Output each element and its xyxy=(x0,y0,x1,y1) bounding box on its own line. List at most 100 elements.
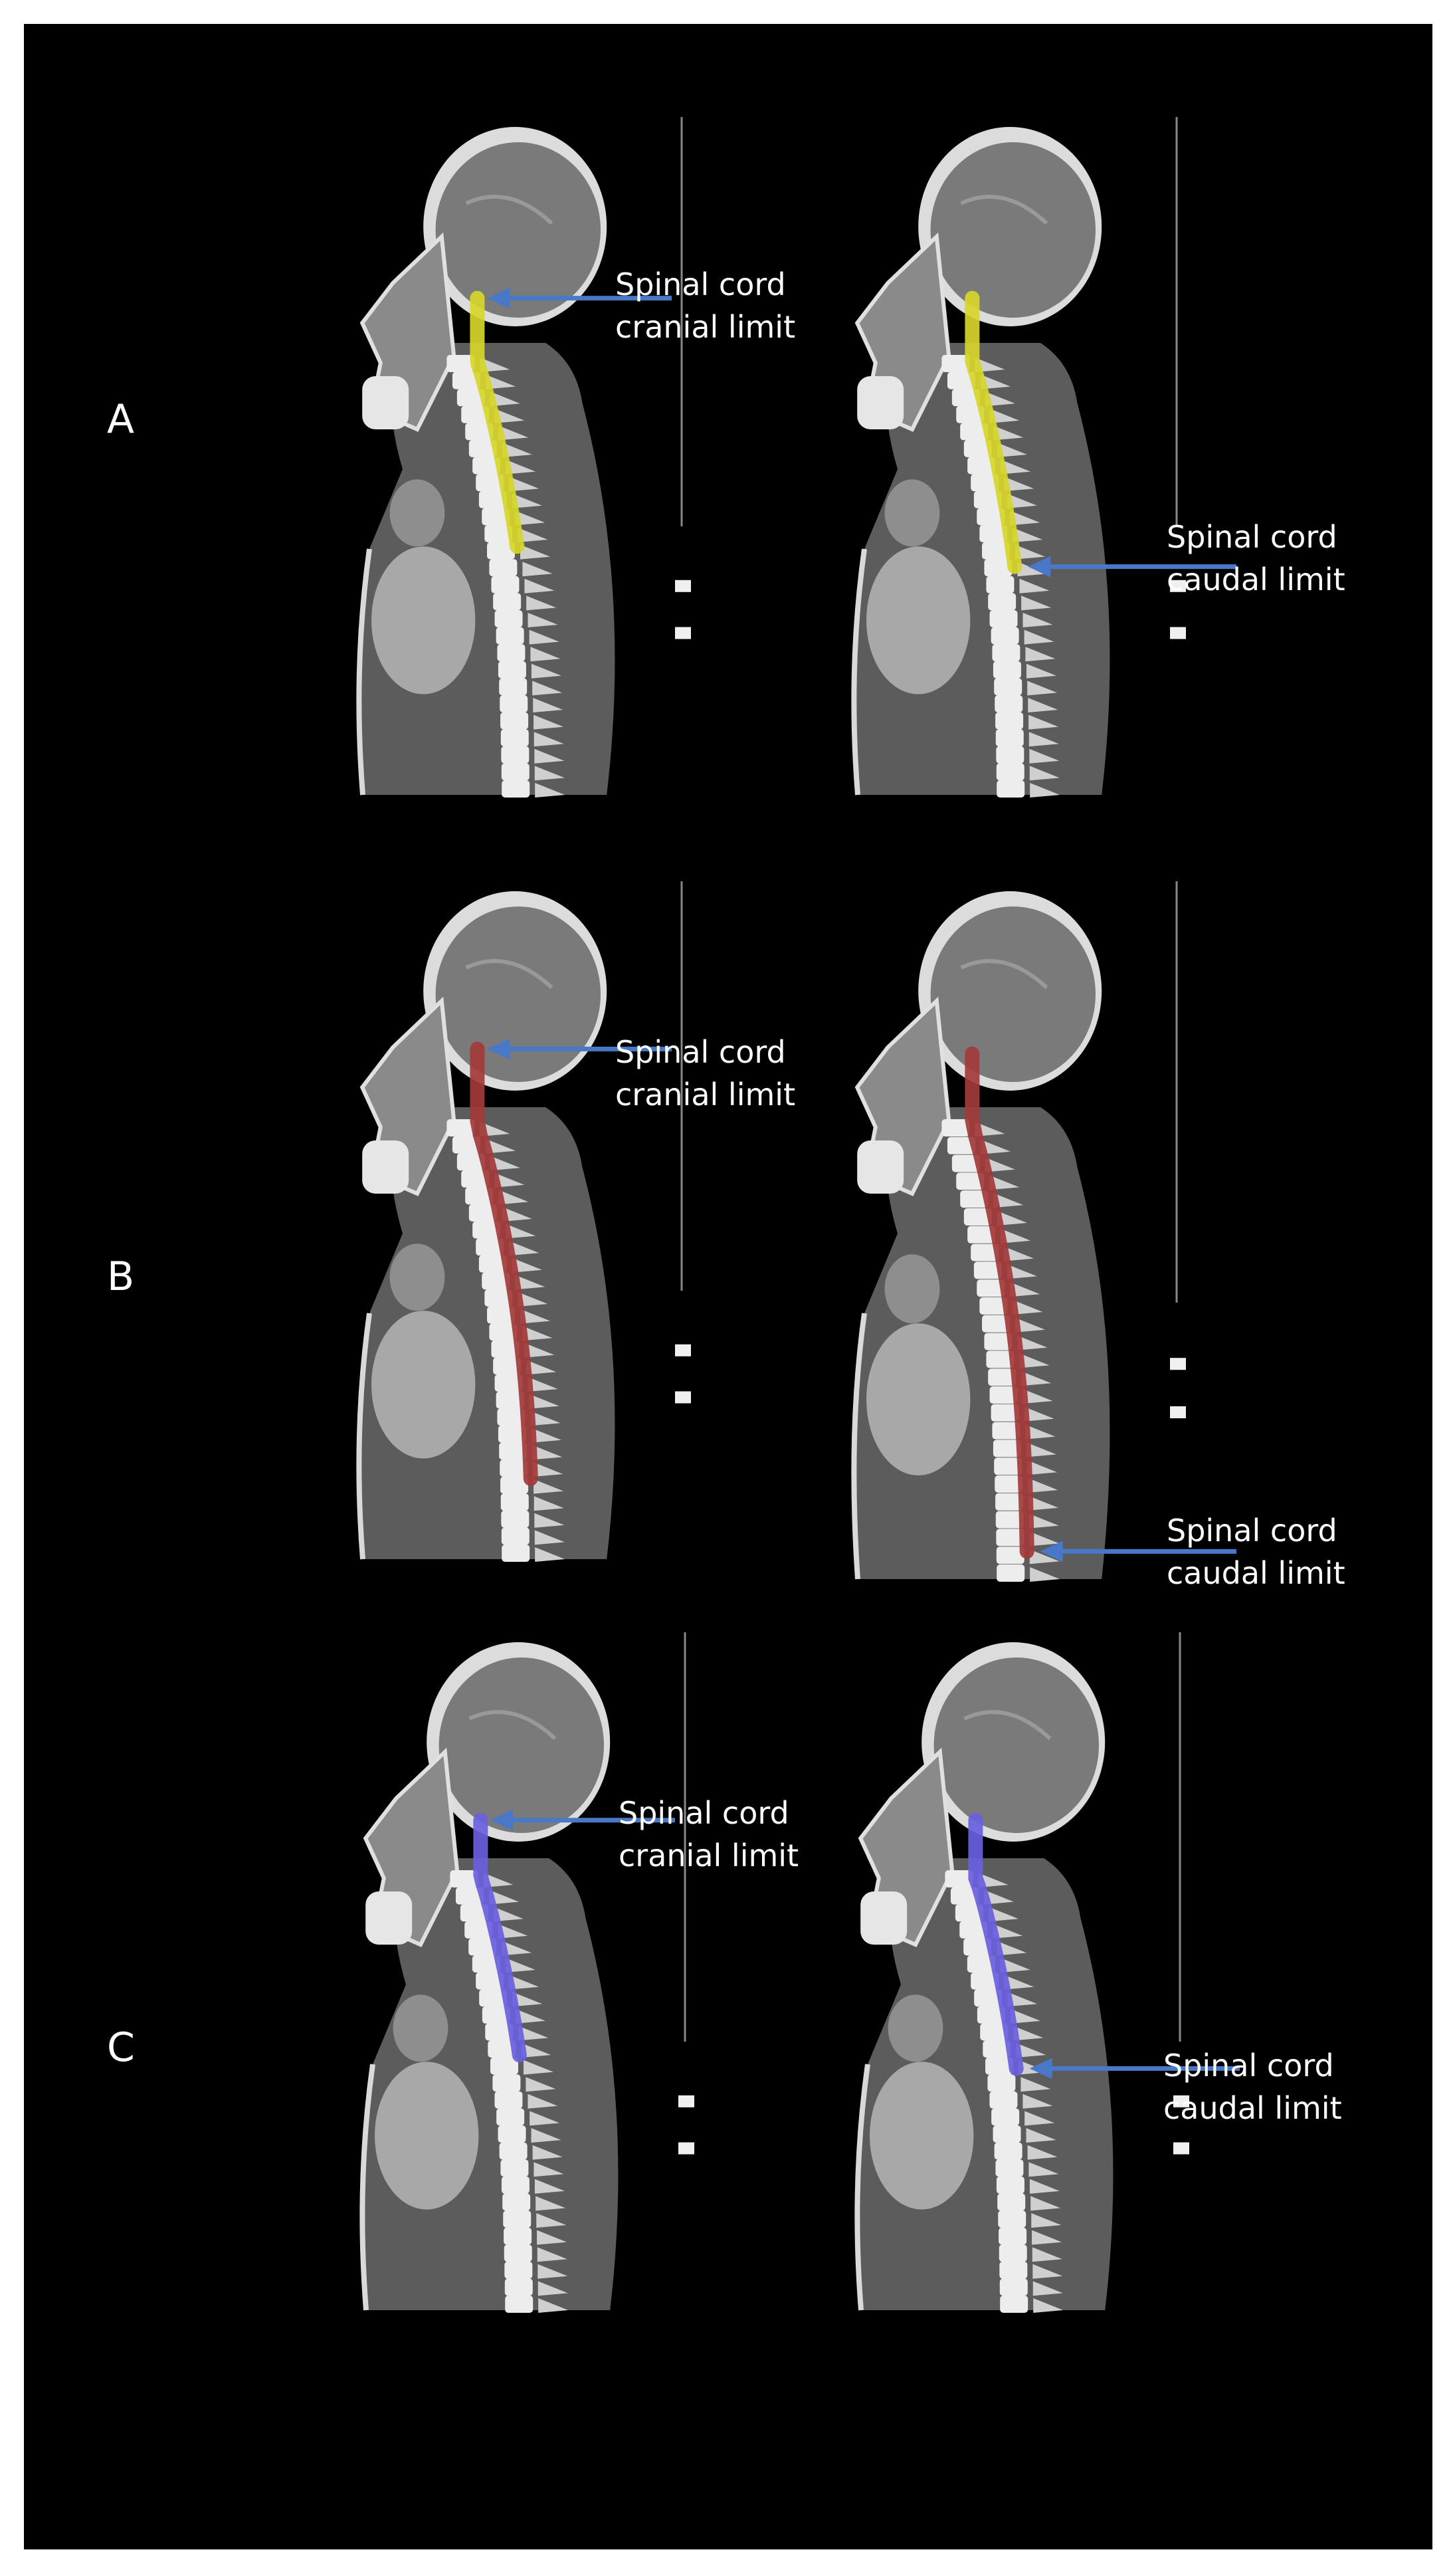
aortic-arch xyxy=(884,1254,940,1324)
spinous-process xyxy=(1028,1495,1059,1511)
spinous-process xyxy=(534,2162,564,2177)
spinous-process xyxy=(531,663,561,679)
spinous-process xyxy=(538,2298,569,2313)
spinous-process xyxy=(494,408,525,423)
spinous-process xyxy=(537,2247,567,2262)
vertebra xyxy=(973,1261,1002,1279)
spinous-process xyxy=(531,2128,561,2143)
vertebra xyxy=(982,1315,1011,1333)
spinous-process xyxy=(993,425,1024,441)
spinal-cord-contour xyxy=(473,1812,527,2063)
vertebra xyxy=(956,1172,985,1190)
skin-edge xyxy=(356,548,372,796)
vertebra xyxy=(487,1306,516,1324)
spinous-process xyxy=(526,1360,557,1375)
spinous-process xyxy=(524,578,555,593)
vertebra xyxy=(988,593,1017,611)
spinous-process xyxy=(1027,1460,1058,1475)
spinous-process xyxy=(1032,2281,1063,2296)
vertebra xyxy=(986,1350,1015,1368)
brain xyxy=(930,907,1096,1082)
spinous-process xyxy=(1022,613,1053,627)
vertebra xyxy=(493,1357,522,1375)
vertebra xyxy=(982,542,1011,560)
vertebra xyxy=(501,746,530,764)
spinous-process xyxy=(534,1530,565,1545)
vertebra xyxy=(971,474,999,492)
vertebra xyxy=(500,729,529,747)
vertebra xyxy=(504,2244,532,2262)
spinous-process xyxy=(997,1941,1027,1956)
vertebra xyxy=(996,763,1024,781)
annotation-arrowhead xyxy=(490,1809,514,1831)
scale-marker xyxy=(675,580,691,592)
spinous-process xyxy=(512,1257,542,1273)
spinous-process xyxy=(1024,629,1054,645)
spinous-process xyxy=(502,1207,532,1222)
spinous-process xyxy=(512,1992,543,2007)
vertebra xyxy=(501,763,530,781)
annotation-a-left-line1: Spinal cord xyxy=(615,267,786,302)
vertebra xyxy=(999,2261,1028,2279)
spinous-process xyxy=(498,425,529,441)
jaw xyxy=(362,376,409,429)
spinous-process xyxy=(512,493,542,508)
scale-marker xyxy=(675,627,691,639)
vertebra xyxy=(995,1493,1024,1511)
spinous-process xyxy=(485,374,516,389)
spinous-process xyxy=(978,1873,1009,1887)
spinous-process xyxy=(1030,1567,1060,1582)
vertebra xyxy=(446,355,475,372)
aortic-arch xyxy=(389,1243,445,1311)
spinous-process xyxy=(534,766,565,781)
spinous-process xyxy=(1010,510,1040,526)
vertebra xyxy=(464,1921,493,1939)
spinous-process xyxy=(530,1411,561,1426)
jaw xyxy=(365,1891,413,1945)
scale-marker xyxy=(1173,2095,1189,2107)
spinous-process xyxy=(537,2264,568,2279)
spinous-process xyxy=(1007,1992,1038,2007)
jaw xyxy=(857,1140,904,1194)
spinous-process xyxy=(480,1122,510,1136)
spinous-process xyxy=(509,477,539,492)
vertebra xyxy=(500,1493,529,1511)
vertebra xyxy=(995,1511,1024,1529)
annotation-c-left: Spinal cord cranial limit xyxy=(619,1792,799,1877)
spinous-process xyxy=(534,1513,565,1528)
row-label-c: C xyxy=(107,2024,135,2071)
scale-marker xyxy=(1170,1406,1186,1418)
vertebra xyxy=(984,1333,1013,1350)
annotation-b-right-line2: caudal limit xyxy=(1167,1555,1345,1591)
vertebra xyxy=(497,1408,526,1426)
vertebra xyxy=(500,1459,528,1477)
skin-edge xyxy=(851,1313,867,1580)
vertebra xyxy=(503,2210,532,2228)
spinous-process xyxy=(520,544,551,560)
vertebra xyxy=(955,1904,983,1922)
vertebra xyxy=(465,423,494,441)
spinal-cord-contour xyxy=(470,290,525,554)
spinous-process xyxy=(502,443,532,457)
vertebra xyxy=(501,1527,530,1545)
vertebra xyxy=(502,1545,530,1562)
spinal-cord-contour xyxy=(968,1812,1024,2076)
vertebra xyxy=(491,1340,520,1358)
spinous-process xyxy=(534,2179,565,2194)
spinous-process xyxy=(1028,1513,1059,1529)
vertebra xyxy=(501,1510,530,1528)
annotation-a-left: Spinal cord cranial limit xyxy=(615,263,795,348)
annotation-b-left: Spinal cord cranial limit xyxy=(615,1031,795,1116)
spinous-process xyxy=(993,1193,1024,1208)
jaw xyxy=(362,1140,409,1194)
vertebra xyxy=(992,644,1020,662)
spinous-process xyxy=(530,647,561,662)
row-label-a: A xyxy=(107,396,135,443)
spinous-process xyxy=(526,2077,556,2092)
vertebra xyxy=(988,1368,1017,1386)
spinous-process xyxy=(983,1889,1014,1905)
vertebra xyxy=(493,593,522,611)
ct-scan-panel-1 xyxy=(851,117,1236,798)
spinous-process xyxy=(509,1975,539,1990)
spinous-process xyxy=(1029,1531,1060,1547)
